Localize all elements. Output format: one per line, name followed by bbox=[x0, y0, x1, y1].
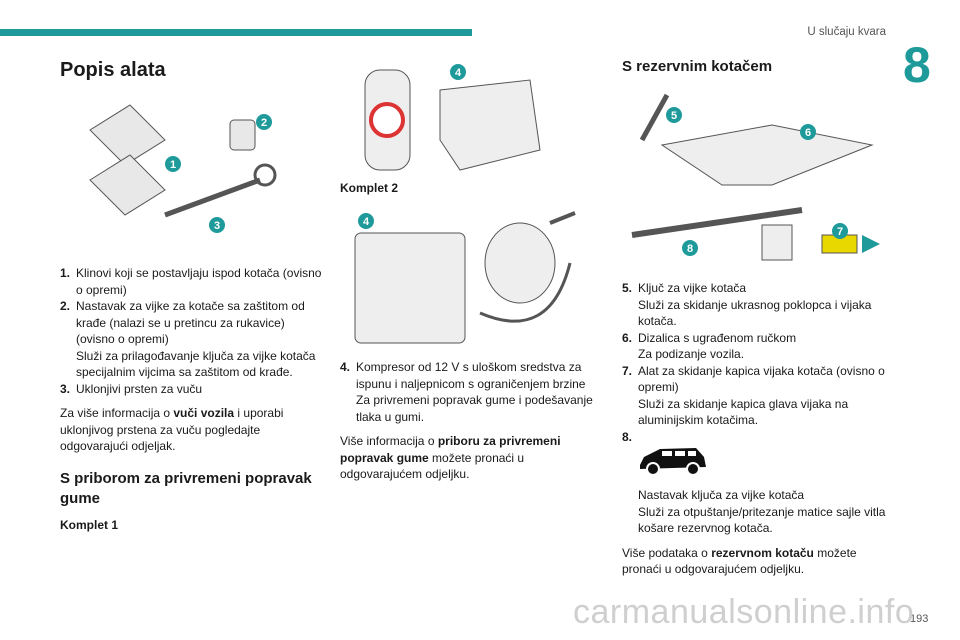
callout-badge-2 bbox=[256, 114, 272, 130]
callout-badge-4 bbox=[358, 213, 374, 229]
list-item: 1.Klinovi koji se postavljaju ispod kota… bbox=[60, 266, 322, 297]
svg-text:8: 8 bbox=[687, 243, 693, 255]
svg-text:4: 4 bbox=[455, 67, 462, 79]
middle-column-text: 4.Kompresor od 12 V s uloškom sredstva z… bbox=[340, 359, 605, 483]
page-title: Popis alata bbox=[60, 59, 166, 81]
header-accent-bar bbox=[0, 29, 472, 36]
svg-text:2: 2 bbox=[261, 117, 267, 129]
kit-label: Komplet 2 bbox=[340, 181, 399, 195]
svg-text:3: 3 bbox=[214, 220, 220, 232]
svg-text:1: 1 bbox=[170, 159, 176, 171]
kit-label: Komplet 1 bbox=[60, 517, 119, 532]
tools-illustration: 1 2 3 bbox=[89, 104, 277, 233]
callout-badge-6 bbox=[800, 124, 816, 140]
info-paragraph: Više informacija o priboru za privremeni… bbox=[340, 434, 561, 481]
kit1-illustration: 4 bbox=[364, 64, 541, 171]
svg-text:5: 5 bbox=[671, 110, 677, 122]
section-heading: S priborom za privremeni popravak gume bbox=[60, 469, 312, 507]
list-item: 4.Kompresor od 12 V s uloškom sredstva z… bbox=[340, 360, 593, 424]
watermark: carmanualsonline.info bbox=[573, 593, 915, 631]
svg-text:4: 4 bbox=[363, 216, 370, 228]
kit2-illustration: 4 bbox=[354, 211, 576, 344]
list-item: 2.Nastavak za vijke za kotače sa zaštito… bbox=[60, 299, 316, 379]
callout-badge-1 bbox=[165, 156, 181, 172]
callout-badge-8 bbox=[682, 240, 698, 256]
page-number: 193 bbox=[910, 613, 929, 625]
section-title: U slučaju kvara bbox=[807, 26, 886, 38]
suv-car-icon bbox=[640, 447, 706, 476]
list-item: 7.Alat za skidanje kapica vijaka kotača … bbox=[622, 363, 885, 428]
spare-wheel-tools-illustration: 5 6 7 8 bbox=[631, 93, 880, 261]
callout-badge-7 bbox=[832, 223, 848, 239]
section-heading: S rezervnim kotačem bbox=[622, 58, 773, 75]
left-column-text: 1.Klinovi koji se postavljaju ispod kota… bbox=[60, 265, 325, 533]
svg-text:6: 6 bbox=[805, 127, 811, 139]
callout-badge-5 bbox=[666, 107, 682, 123]
chapter-number: 8 bbox=[903, 37, 931, 93]
callout-badge-4 bbox=[450, 64, 466, 80]
info-paragraph: Više podataka o rezervnom kotaču možete … bbox=[622, 545, 857, 577]
callout-badge-3 bbox=[209, 217, 225, 233]
arrow-right-icon bbox=[862, 235, 880, 253]
svg-text:7: 7 bbox=[837, 226, 843, 238]
info-paragraph: Za više informacija o vuči vozila i upor… bbox=[60, 406, 284, 453]
list-item: 3.Uklonjivi prsten za vuču bbox=[60, 381, 203, 396]
